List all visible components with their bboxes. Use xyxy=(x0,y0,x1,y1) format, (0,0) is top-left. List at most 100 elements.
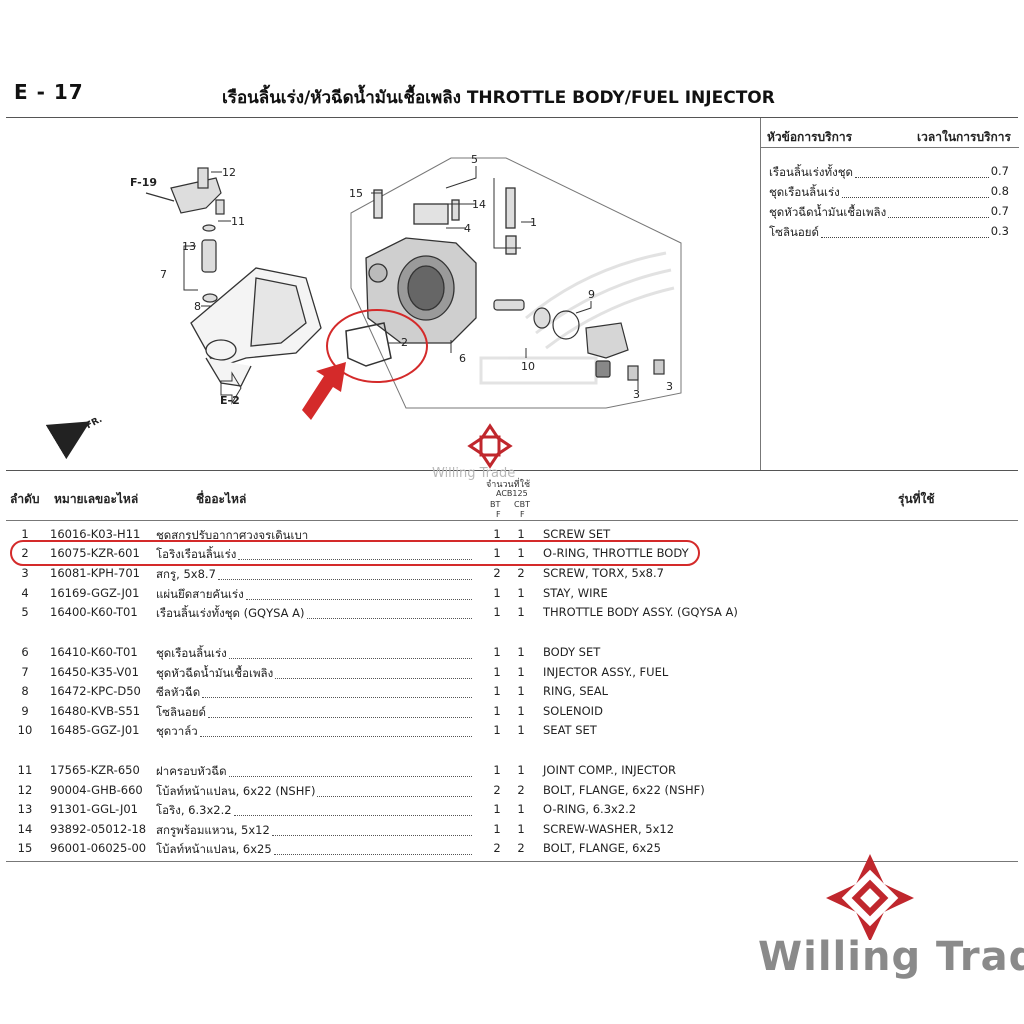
o-ring-highlight-circle xyxy=(326,309,428,383)
row-no: 13 xyxy=(17,802,33,816)
ref-15: 15 xyxy=(349,187,363,200)
ref-4: 4 xyxy=(464,222,471,235)
row-no: 12 xyxy=(17,783,33,797)
ref-1: 1 xyxy=(530,216,537,229)
row-part-name: ชุดเรือนลิ้นเร่ง xyxy=(156,646,227,660)
ref-9: 9 xyxy=(588,288,595,301)
service-item-name: ชุดหัวฉีดน้ำมันเชื้อเพลิง xyxy=(769,205,887,219)
table-row: 4 16169-GGZ-J01 แผ่นยึดสายคันเร่ง 1 1 ST… xyxy=(6,586,766,604)
service-item-name: เรือนลิ้นเร่งทั้งชุด xyxy=(769,165,853,179)
ref-3b: 3 xyxy=(666,380,673,393)
row-qty-cbt: 1 xyxy=(517,605,525,619)
row-part-name: ชุดสกรูปรับอากาศวงจรเดินเบา xyxy=(156,528,309,542)
row-part-name: เรือนลิ้นเร่งทั้งชุด (GQYSA A) xyxy=(156,606,305,620)
row-qty-cbt: 1 xyxy=(517,763,525,777)
row-part-name: โอริง, 6.3x2.2 xyxy=(156,803,232,817)
row-description: STAY, WIRE xyxy=(543,586,608,600)
leader-lines xyxy=(183,166,639,390)
ref-3a: 3 xyxy=(633,388,640,401)
ref-5: 5 xyxy=(471,153,478,166)
row-description: JOINT COMP., INJECTOR xyxy=(543,763,676,777)
ref-f19: F-19 xyxy=(130,176,158,189)
row-qty-bt: 2 xyxy=(493,783,501,797)
table-top-divider xyxy=(6,470,1018,471)
row-part-number: 16450-K35-V01 xyxy=(50,665,139,679)
e2-arrow-icon xyxy=(220,371,242,405)
table-row: 9 16480-KVB-S51 โซลินอยด์ 1 1 SOLENOID xyxy=(6,704,766,722)
row-part-name: โบ้ลท์หน้าแปลน, 6x22 (NSHF) xyxy=(156,784,316,798)
row-part-name: โซลินอยด์ xyxy=(156,705,207,719)
row-qty-bt: 1 xyxy=(493,763,501,777)
ref-14: 14 xyxy=(472,198,486,211)
row-no: 4 xyxy=(21,586,29,600)
title-divider xyxy=(6,117,1018,118)
row-part-number: 16016-K03-H11 xyxy=(50,527,141,541)
col-header-bt: BT xyxy=(490,500,501,509)
row-qty-bt: 1 xyxy=(493,665,501,679)
honda-wing-watermark xyxy=(479,251,675,385)
row-part-number: 16410-K60-T01 xyxy=(50,645,138,659)
row-description: RING, SEAL xyxy=(543,684,609,698)
brand-logo xyxy=(740,850,1010,990)
col-header-used-model: รุ่นที่ใช้ xyxy=(898,492,935,506)
page-code: E - 17 xyxy=(14,80,84,104)
assembly-outline xyxy=(350,157,682,409)
row-no: 5 xyxy=(21,605,29,619)
col-header-model: ACB125 xyxy=(496,489,528,498)
ref-13: 13 xyxy=(182,240,196,253)
row-no: 7 xyxy=(21,665,29,679)
highlight-arrow-icon xyxy=(302,362,346,420)
row-qty-bt: 1 xyxy=(493,704,501,718)
table-row: 7 16450-K35-V01 ชุดหัวฉีดน้ำมันเชื้อเพลิ… xyxy=(6,665,766,683)
page-title: เรือนลิ้นเร่ง/หัวฉีดน้ำมันเชื้อเพลิง THR… xyxy=(222,88,775,108)
service-topic-header: หัวข้อการบริการ xyxy=(767,130,853,144)
row-no: 3 xyxy=(21,566,29,580)
row-qty-cbt: 2 xyxy=(517,783,525,797)
row-part-name: ชุดหัวฉีดน้ำมันเชื้อเพลิง xyxy=(156,666,274,680)
ref-7: 7 xyxy=(160,268,167,281)
row-part-name: แผ่นยึดสายคันเร่ง xyxy=(156,587,244,601)
table-row: 2 16075-KZR-601 โอริงเรือนลิ้นเร่ง 1 1 O… xyxy=(6,546,766,564)
row-qty-bt: 1 xyxy=(493,723,501,737)
row-description: SOLENOID xyxy=(543,704,603,718)
service-item-time: 0.7 xyxy=(990,204,1009,218)
col-header-f2: F xyxy=(520,510,525,519)
row-highlight-outline xyxy=(10,540,700,566)
col-header-f1: F xyxy=(496,510,501,519)
ref-2: 2 xyxy=(401,336,408,349)
table-row: 5 16400-K60-T01 เรือนลิ้นเร่งทั้งชุด (GQ… xyxy=(6,605,766,623)
row-qty-bt: 2 xyxy=(493,566,501,580)
row-description: SCREW SET xyxy=(543,527,611,541)
row-description: BODY SET xyxy=(543,645,601,659)
row-description: SEAT SET xyxy=(543,723,597,737)
row-description: SCREW, TORX, 5x8.7 xyxy=(543,566,664,580)
table-row: 3 16081-KPH-701 สกรู, 5x8.7 2 2 SCREW, T… xyxy=(6,566,766,584)
row-qty-cbt: 1 xyxy=(517,684,525,698)
row-qty-bt: 1 xyxy=(493,546,501,560)
table-header-divider xyxy=(6,520,1018,521)
service-item-time: 0.3 xyxy=(990,224,1009,238)
row-part-number: 16480-KVB-S51 xyxy=(50,704,141,718)
row-qty-cbt: 1 xyxy=(517,723,525,737)
row-no: 11 xyxy=(17,763,33,777)
service-header-divider xyxy=(761,147,1019,148)
row-part-number: 16081-KPH-701 xyxy=(50,566,140,580)
row-part-number: 17565-KZR-650 xyxy=(50,763,140,777)
row-qty-bt: 1 xyxy=(493,822,501,836)
table-row: 6 16410-K60-T01 ชุดเรือนลิ้นเร่ง 1 1 BOD… xyxy=(6,645,766,663)
row-description: O-RING, 6.3x2.2 xyxy=(543,802,637,816)
diagram-svg xyxy=(45,157,682,469)
row-qty-bt: 1 xyxy=(493,645,501,659)
brand-emblem-icon xyxy=(826,854,914,942)
row-part-number: 16472-KPC-D50 xyxy=(50,684,141,698)
row-description: INJECTOR ASSY., FUEL xyxy=(543,665,669,679)
row-part-name: โอริงเรือนลิ้นเร่ง xyxy=(156,547,237,561)
row-part-name: ฝาครอบหัวฉีด xyxy=(156,764,227,778)
table-row: 8 16472-KPC-D50 ซีลหัวฉีด 1 1 RING, SEAL xyxy=(6,684,766,702)
service-item-name: ชุดเรือนลิ้นเร่ง xyxy=(769,185,840,199)
row-description: SCREW-WASHER, 5x12 xyxy=(543,822,675,836)
row-no: 8 xyxy=(21,684,29,698)
row-no: 9 xyxy=(21,704,29,718)
